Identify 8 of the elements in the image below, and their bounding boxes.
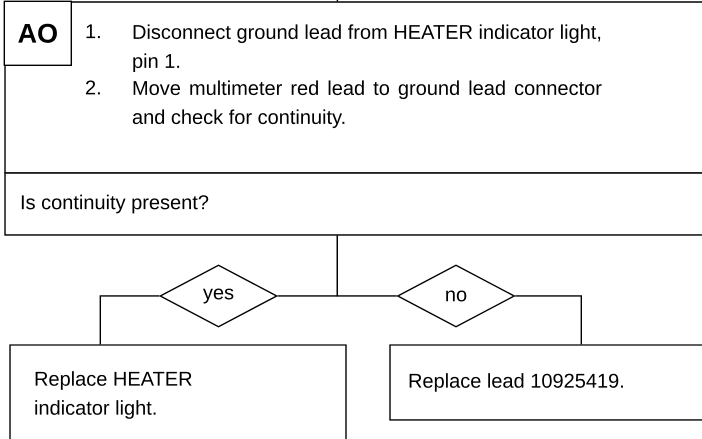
connector-line — [515, 295, 582, 344]
question-box: Is continuity present? — [4, 172, 702, 236]
step-code-box: AO — [4, 0, 72, 66]
connector-line — [100, 295, 160, 344]
connector-line — [336, 0, 339, 2]
action-box: Replace lead 10925419. — [389, 344, 702, 421]
action-box: Replace HEATER indicator light. — [9, 344, 347, 439]
connector-line — [336, 236, 397, 297]
